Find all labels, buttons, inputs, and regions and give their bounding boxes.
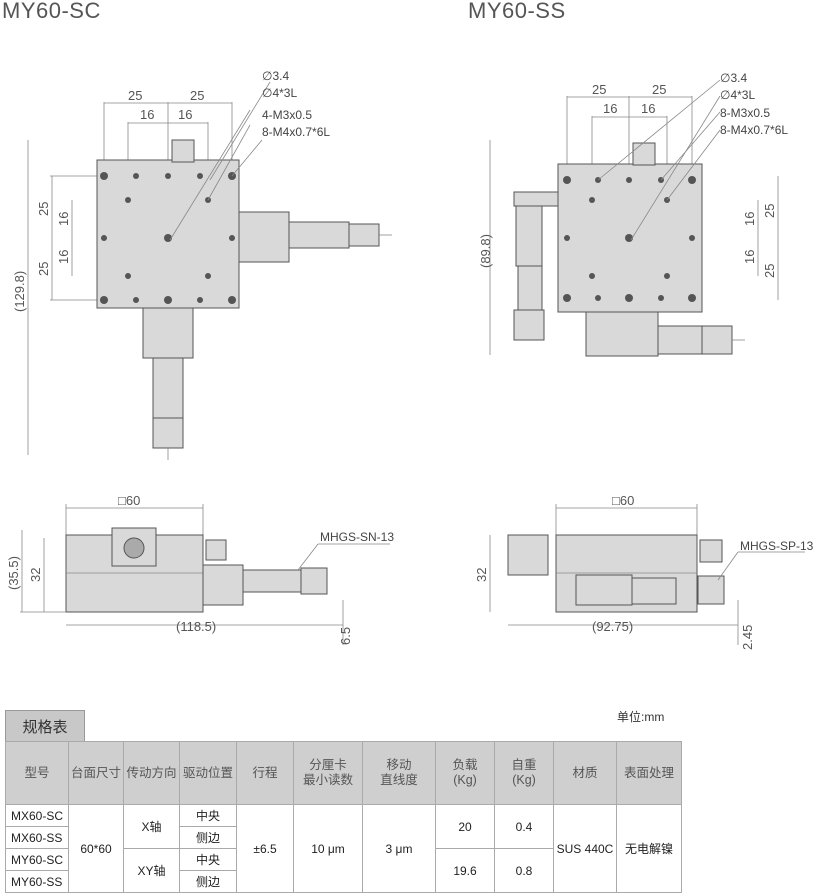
header-stroke: 行程 xyxy=(236,741,294,805)
side-left-height: 32 xyxy=(28,568,43,582)
dim-left-16b: 16 xyxy=(178,107,192,122)
top-view-left: 25 25 16 16 25 16 16 25 (129.8) xyxy=(12,69,392,460)
callout-right-3: 8-M3x0.5 xyxy=(720,106,770,120)
side-right-length: (92.75) xyxy=(592,619,633,634)
callout-left-2: ∅4*3L xyxy=(262,86,297,100)
dim-left-v25b: 25 xyxy=(36,262,51,276)
cell-model: MX60-SS xyxy=(5,826,69,849)
cell-direction: XY轴 xyxy=(123,848,180,893)
dim-right-v25b: 25 xyxy=(762,264,777,278)
dim-left-25b: 25 xyxy=(190,88,204,103)
cell-position: 侧边 xyxy=(179,826,237,849)
cell-table-size: 60*60 xyxy=(68,804,124,893)
title-left: MY60-SC xyxy=(2,0,101,23)
header-direction: 传动方向 xyxy=(123,741,180,805)
spec-header-row: 型号 台面尺寸 传动方向 驱动位置 行程 分厘卡 最小读数 移动 直线度 负载 … xyxy=(5,741,682,805)
header-position: 驱动位置 xyxy=(179,741,237,805)
side-right-part: MHGS-SP-13 xyxy=(740,539,814,553)
dim-right-total: (89.8) xyxy=(478,234,493,268)
dim-right-25b: 25 xyxy=(652,82,666,97)
unit-label: 单位:mm xyxy=(617,710,665,724)
cell-load: 20 xyxy=(435,804,495,849)
cell-model: MY60-SC xyxy=(5,848,69,871)
cell-stroke: ±6.5 xyxy=(236,804,294,893)
header-load: 负载 (Kg) xyxy=(435,741,495,805)
dim-right-16a: 16 xyxy=(603,101,617,116)
cell-direction: X轴 xyxy=(123,804,180,849)
table-row: MY60-SC XY轴 中央 19.6 0.8 xyxy=(5,848,682,893)
spec-table: 型号 台面尺寸 传动方向 驱动位置 行程 分厘卡 最小读数 移动 直线度 负载 … xyxy=(5,741,682,893)
header-straightness: 移动 直线度 xyxy=(362,741,436,805)
drawing-canvas: 25 25 16 16 25 16 16 25 (129.8) xyxy=(6,69,814,650)
dim-left-total: (129.8) xyxy=(12,271,27,312)
side-left-length: (118.5) xyxy=(176,619,216,634)
side-left-width: □60 xyxy=(118,493,140,508)
table-row: MY60-SS 侧边 xyxy=(5,870,682,893)
cell-weight: 0.4 xyxy=(494,804,554,849)
callout-right-4: 8-M4x0.7*6L xyxy=(720,123,788,137)
cell-weight: 0.8 xyxy=(494,848,554,893)
cell-reading: 10 μm xyxy=(293,804,363,893)
cell-model: MX60-SC xyxy=(5,804,69,827)
side-right-height: 32 xyxy=(474,568,489,582)
cell-model: MY60-SS xyxy=(5,870,69,893)
side-view-right: □60 32 (92.75) 2.45 MHGS-SP-13 xyxy=(474,493,814,650)
dim-left-25a: 25 xyxy=(128,88,142,103)
cell-load: 19.6 xyxy=(435,848,495,893)
side-left-height-total: (35.5) xyxy=(6,556,21,590)
top-view-right: 25 25 16 16 25 16 16 25 (89.8) xyxy=(478,71,788,357)
callout-left-4: 8-M4x0.7*6L xyxy=(262,125,330,139)
table-row: MX60-SC 60*60 X轴 中央 ±6.5 10 μm 3 μm 20 0… xyxy=(5,804,682,893)
side-view-left: □60 (35.5) 32 (118.5) 6.5 MHGS-SN-13 xyxy=(6,493,394,645)
header-model: 型号 xyxy=(5,741,69,805)
callout-left-3: 4-M3x0.5 xyxy=(262,108,312,122)
callout-right-1: ∅3.4 xyxy=(720,71,747,85)
header-surface: 表面处理 xyxy=(616,741,682,805)
cell-material: SUS 440C xyxy=(553,804,617,893)
header-reading: 分厘卡 最小读数 xyxy=(293,741,363,805)
side-right-offset: 2.45 xyxy=(740,625,755,650)
title-right: MY60-SS xyxy=(468,0,566,23)
dim-right-v16b: 16 xyxy=(742,250,757,264)
spec-tab[interactable]: 规格表 xyxy=(5,710,85,741)
dim-right-v25a: 25 xyxy=(762,204,777,218)
dim-left-v16a: 16 xyxy=(56,212,71,226)
dim-left-v25a: 25 xyxy=(36,202,51,216)
cell-straightness: 3 μm xyxy=(362,804,436,893)
cell-position: 侧边 xyxy=(179,870,237,893)
holes-left xyxy=(100,172,236,304)
header-table-size: 台面尺寸 xyxy=(68,741,124,805)
cell-position: 中央 xyxy=(179,848,237,871)
side-right-width: □60 xyxy=(612,493,634,508)
cell-surface: 无电解镍 xyxy=(616,804,682,893)
dim-right-25a: 25 xyxy=(592,82,606,97)
callout-right-2: ∅4*3L xyxy=(720,88,755,102)
dim-right-16b: 16 xyxy=(641,101,655,116)
header-material: 材质 xyxy=(553,741,617,805)
dim-right-v16a: 16 xyxy=(742,212,757,226)
side-left-part: MHGS-SN-13 xyxy=(320,530,394,544)
cell-position: 中央 xyxy=(179,804,237,827)
side-left-offset: 6.5 xyxy=(338,627,353,645)
dim-left-v16b: 16 xyxy=(56,250,71,264)
dim-left-16a: 16 xyxy=(140,107,154,122)
callout-left-1: ∅3.4 xyxy=(262,69,289,83)
header-weight: 自重 (Kg) xyxy=(494,741,554,805)
